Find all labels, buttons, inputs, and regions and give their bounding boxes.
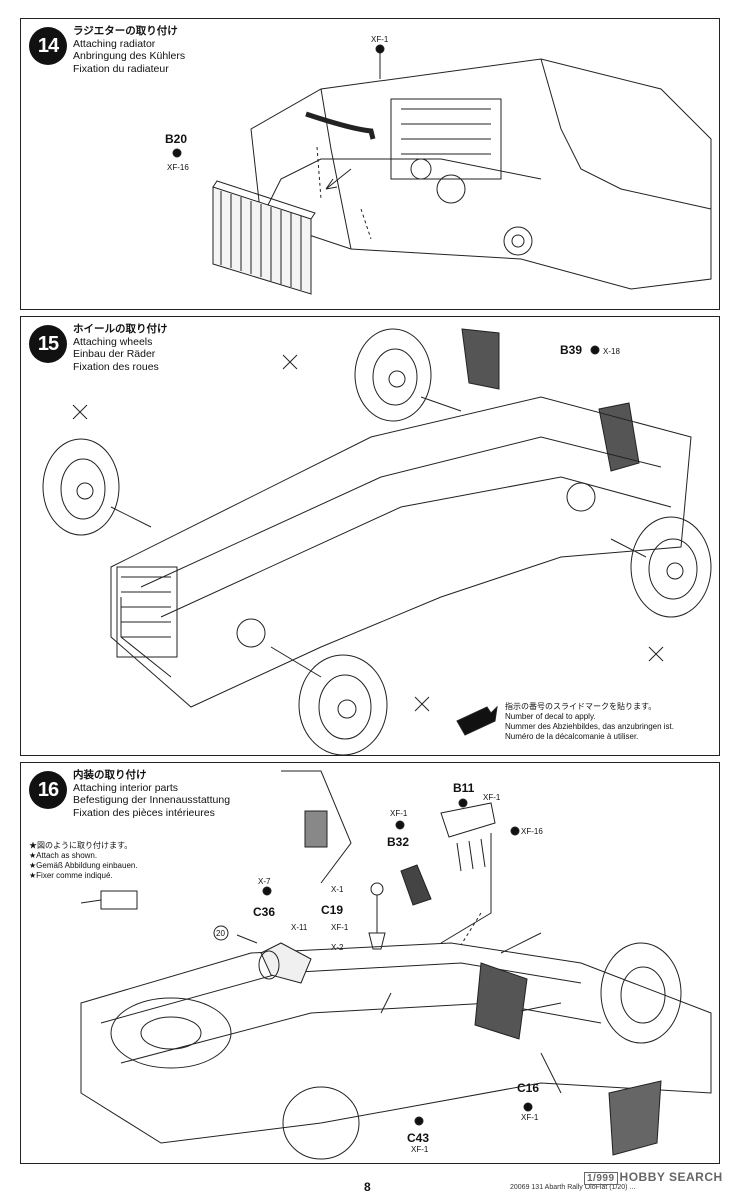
c19-below-code: X-2 <box>331 943 344 952</box>
step-title-block: ラジエターの取り付け Attaching radiator Anbringung… <box>73 25 185 75</box>
title-fr: Fixation des roues <box>73 360 159 373</box>
wheel-front-right <box>298 654 388 755</box>
wheel-front-left <box>42 438 120 536</box>
product-info: 20069 131 Abarth Rally OloFiat (1/20) ..… <box>510 1184 636 1191</box>
title-jp: ホイールの取り付け <box>73 323 168 335</box>
part-b39-code: X-18 <box>603 347 620 356</box>
decal-note-en: Number of decal to apply. <box>505 712 596 721</box>
attach-note-fr: ★Fixer comme indiqué. <box>29 871 113 880</box>
step-title-block: 内装の取り付け Attaching interior parts Befesti… <box>73 769 230 819</box>
title-de: Einbau der Räder <box>73 348 156 360</box>
decal-note: 指示の番号のスライドマークを貼ります。 Number of decal to a… <box>505 702 674 742</box>
title-jp: ラジエターの取り付け <box>73 25 178 37</box>
nut-icons <box>72 354 664 712</box>
wheel-rear-right <box>630 516 712 618</box>
part-b39-label: B39 <box>560 343 583 357</box>
watermark-box: 1/999 <box>584 1172 618 1185</box>
attach-note: ★図のように取り付けます。 ★Attach as shown. ★Gemäß A… <box>29 841 138 881</box>
title-fr: Fixation du radiateur <box>73 62 169 75</box>
decal-note-de: Nummer des Abziehbildes, das anzubringen… <box>505 722 674 731</box>
title-fr: Fixation des pièces intérieures <box>73 806 215 819</box>
part-b32-label: B32 <box>387 835 410 849</box>
b11-side-code: XF-16 <box>521 827 543 836</box>
part-b11-label: B11 <box>453 781 475 795</box>
title-de: Befestigung der Innenausstattung <box>73 794 231 806</box>
gear-lever-drawing <box>368 882 386 950</box>
part-b20-label: B20 <box>165 132 188 146</box>
step-16-illustration <box>80 770 712 1160</box>
step-15-panel: 15 ホイールの取り付け Attaching wheels Einbau der… <box>20 316 720 756</box>
step-number-badge: 15 <box>29 325 67 363</box>
fire-extinguisher-drawing <box>258 942 312 984</box>
paint-code-xf1: XF-1 <box>371 35 389 44</box>
part-c43-label: C43 <box>407 1131 430 1145</box>
attach-note-en: ★Attach as shown. <box>29 851 98 860</box>
part-c19-code: X-1 <box>331 885 344 894</box>
attach-note-de: ★Gemäß Abbildung einbauen. <box>29 861 138 870</box>
wheel-rear-left <box>354 328 432 422</box>
c19-side-code: XF-1 <box>331 923 349 932</box>
radiator-drawing <box>212 180 316 295</box>
title-en: Attaching wheels <box>73 335 153 348</box>
c36-side-code: X-11 <box>291 923 308 932</box>
part-b20-code: XF-16 <box>167 163 189 172</box>
decal-number: 20 <box>216 929 225 938</box>
step-14-panel: 14 ラジエターの取り付け Attaching radiator Anbring… <box>20 18 720 310</box>
decal-note-fr: Numéro de la décalcomanie à utiliser. <box>505 732 639 741</box>
step-14-illustration <box>172 44 712 295</box>
title-en: Attaching interior parts <box>73 781 179 794</box>
part-c16-code: XF-1 <box>521 1113 539 1122</box>
step-15-illustration <box>42 328 712 755</box>
part-b32-code: XF-1 <box>390 809 408 818</box>
page-number: 8 <box>364 1180 371 1194</box>
part-c43-code: XF-1 <box>411 1145 429 1154</box>
part-c36-label: C36 <box>253 905 276 919</box>
part-c36-code: X-7 <box>258 877 271 886</box>
watermark-text: HOBBY SEARCH <box>619 1170 723 1184</box>
step-number-badge: 16 <box>29 771 67 809</box>
inset-extinguisher-drawing <box>80 890 138 910</box>
title-de: Anbringung des Kühlers <box>73 50 186 62</box>
attach-note-jp: ★図のように取り付けます。 <box>29 841 133 850</box>
step-16-panel: 16 内装の取り付け Attaching interior parts Befe… <box>20 762 720 1164</box>
part-c19-label: C19 <box>321 903 344 917</box>
part-b11-code: XF-1 <box>483 793 501 802</box>
step-title-block: ホイールの取り付け Attaching wheels Einbau der Rä… <box>73 323 168 373</box>
title-en: Attaching radiator <box>73 37 156 50</box>
decal-note-jp: 指示の番号のスライドマークを貼ります。 <box>505 702 657 711</box>
title-jp: 内装の取り付け <box>73 769 147 781</box>
step-number-badge: 14 <box>29 27 67 65</box>
